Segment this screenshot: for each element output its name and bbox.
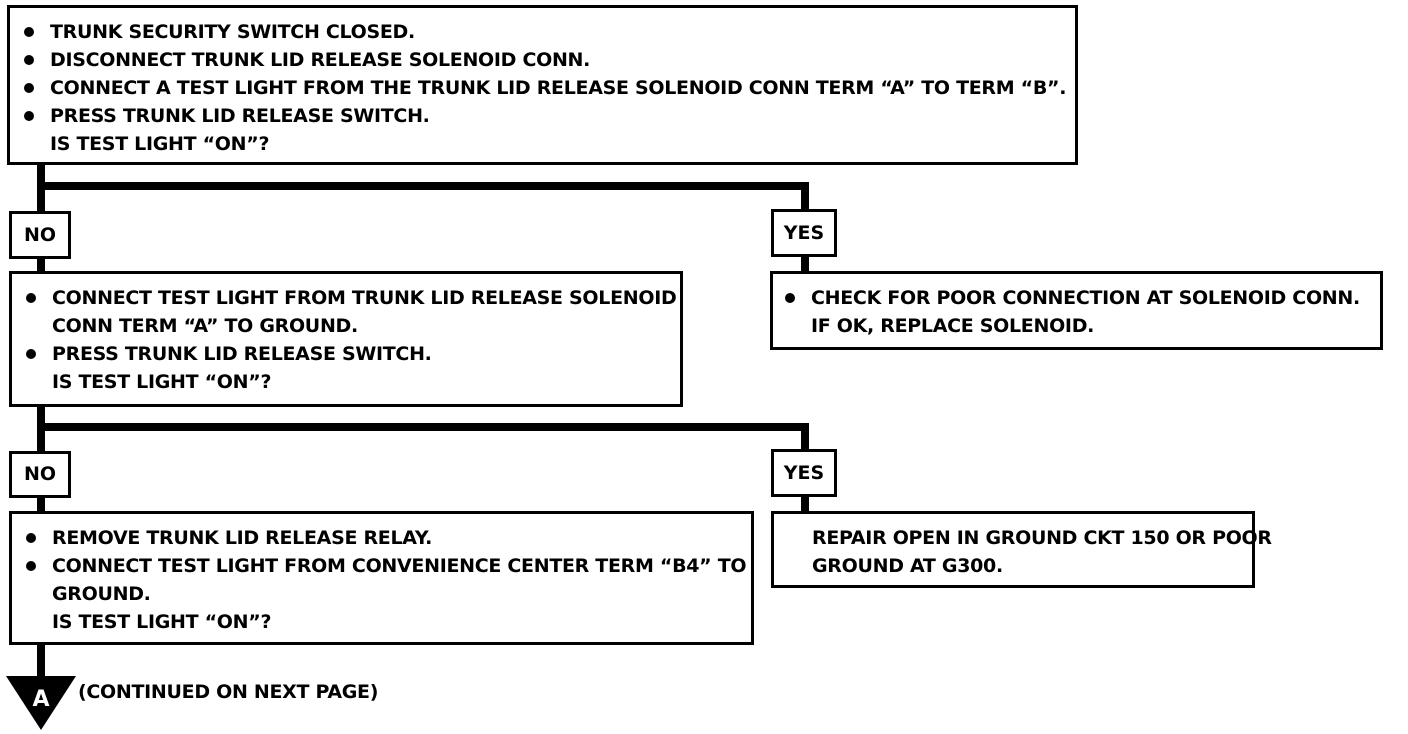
result2-line-text: GROUND AT G300. bbox=[812, 555, 1003, 577]
branch-2-yes-label: YES bbox=[771, 449, 837, 497]
branch-1-no-label: NO bbox=[9, 211, 71, 259]
step2-line-text: CONN TERM “A” TO GROUND. bbox=[52, 315, 358, 337]
bullet-icon bbox=[24, 111, 34, 121]
step-2-box: CONNECT TEST LIGHT FROM TRUNK LID RELEAS… bbox=[9, 271, 683, 407]
step2-line: CONNECT TEST LIGHT FROM TRUNK LID RELEAS… bbox=[24, 284, 677, 312]
step1-line: PRESS TRUNK LID RELEASE SWITCH. bbox=[22, 102, 1063, 130]
flow-line bbox=[37, 496, 45, 514]
step-1-box: TRUNK SECURITY SWITCH CLOSED. DISCONNECT … bbox=[7, 5, 1078, 165]
step3-line-text: REMOVE TRUNK LID RELEASE RELAY. bbox=[52, 527, 433, 549]
bullet-icon bbox=[26, 349, 36, 359]
step3-line: REMOVE TRUNK LID RELEASE RELAY. bbox=[24, 524, 739, 552]
step1-line: TRUNK SECURITY SWITCH CLOSED. bbox=[22, 18, 1063, 46]
triangle-icon bbox=[6, 676, 76, 730]
flow-line bbox=[801, 423, 809, 451]
step2-line: IS TEST LIGHT “ON”? bbox=[24, 368, 668, 396]
bullet-icon bbox=[24, 55, 34, 65]
result-2-text: REPAIR OPEN IN GROUND CKT 150 OR POOR GRO… bbox=[784, 524, 1272, 580]
step2-line: CONN TERM “A” TO GROUND. bbox=[24, 312, 668, 340]
flow-line bbox=[801, 256, 809, 274]
step1-line-text: CONNECT A TEST LIGHT FROM THE TRUNK LID … bbox=[50, 77, 1067, 99]
branch-1-yes-label: YES bbox=[771, 209, 837, 257]
continued-note: (CONTINUED ON NEXT PAGE) bbox=[78, 681, 379, 703]
flow-line bbox=[37, 258, 45, 274]
continuation-marker: A bbox=[6, 676, 76, 730]
result1-line: IF OK, REPLACE SOLENOID. bbox=[783, 312, 1368, 340]
step3-line-text: CONNECT TEST LIGHT FROM CONVENIENCE CENT… bbox=[52, 555, 747, 577]
step2-line-text: PRESS TRUNK LID RELEASE SWITCH. bbox=[52, 343, 432, 365]
step1-line-text: DISCONNECT TRUNK LID RELEASE SOLENOID CO… bbox=[50, 49, 591, 71]
continuation-marker-letter: A bbox=[32, 687, 49, 712]
step1-line-text: PRESS TRUNK LID RELEASE SWITCH. bbox=[50, 105, 430, 127]
step-3-box: REMOVE TRUNK LID RELEASE RELAY. CONNECT T… bbox=[9, 511, 754, 645]
bullet-icon bbox=[26, 561, 36, 571]
flow-line bbox=[801, 495, 809, 512]
step3-line-text: GROUND. bbox=[52, 583, 151, 605]
step-3-text: REMOVE TRUNK LID RELEASE RELAY. CONNECT T… bbox=[24, 524, 747, 636]
flow-line bbox=[37, 182, 809, 190]
result-1-box: CHECK FOR POOR CONNECTION AT SOLENOID CO… bbox=[770, 271, 1383, 350]
step2-line-text: CONNECT TEST LIGHT FROM TRUNK LID RELEAS… bbox=[52, 287, 677, 309]
step2-line-text: IS TEST LIGHT “ON”? bbox=[52, 371, 272, 393]
branch-2-no-label: NO bbox=[9, 451, 71, 498]
step1-line-text: IS TEST LIGHT “ON”? bbox=[50, 133, 270, 155]
step-2-text: CONNECT TEST LIGHT FROM TRUNK LID RELEAS… bbox=[24, 284, 677, 396]
flow-line bbox=[801, 182, 809, 210]
result-2-box: REPAIR OPEN IN GROUND CKT 150 OR POOR GRO… bbox=[771, 511, 1272, 588]
result1-line-text: IF OK, REPLACE SOLENOID. bbox=[811, 315, 1095, 337]
step2-line: PRESS TRUNK LID RELEASE SWITCH. bbox=[24, 340, 668, 368]
result2-line: REPAIR OPEN IN GROUND CKT 150 OR POOR bbox=[784, 524, 1272, 552]
bullet-icon bbox=[26, 293, 36, 303]
step1-line-text: TRUNK SECURITY SWITCH CLOSED. bbox=[50, 21, 415, 43]
bullet-icon bbox=[26, 533, 36, 543]
step1-line: CONNECT A TEST LIGHT FROM THE TRUNK LID … bbox=[22, 74, 1067, 102]
step-1-text: TRUNK SECURITY SWITCH CLOSED. DISCONNECT … bbox=[22, 18, 1067, 158]
bullet-icon bbox=[24, 27, 34, 37]
result2-line-text: REPAIR OPEN IN GROUND CKT 150 OR POOR bbox=[812, 527, 1272, 549]
result-1-text: CHECK FOR POOR CONNECTION AT SOLENOID CO… bbox=[783, 284, 1368, 340]
step3-line: GROUND. bbox=[24, 580, 739, 608]
step3-line: IS TEST LIGHT “ON”? bbox=[24, 608, 739, 636]
step3-line: CONNECT TEST LIGHT FROM CONVENIENCE CENT… bbox=[24, 552, 747, 580]
step1-line: DISCONNECT TRUNK LID RELEASE SOLENOID CO… bbox=[22, 46, 1063, 74]
step1-line: IS TEST LIGHT “ON”? bbox=[22, 130, 1063, 158]
flow-line bbox=[37, 643, 45, 677]
result2-line: GROUND AT G300. bbox=[784, 552, 1240, 580]
result1-line-text: CHECK FOR POOR CONNECTION AT SOLENOID CO… bbox=[811, 287, 1360, 309]
flow-line bbox=[37, 423, 809, 431]
bullet-icon bbox=[785, 293, 795, 303]
step3-line-text: IS TEST LIGHT “ON”? bbox=[52, 611, 272, 633]
result1-line: CHECK FOR POOR CONNECTION AT SOLENOID CO… bbox=[783, 284, 1368, 312]
bullet-icon bbox=[24, 83, 34, 93]
